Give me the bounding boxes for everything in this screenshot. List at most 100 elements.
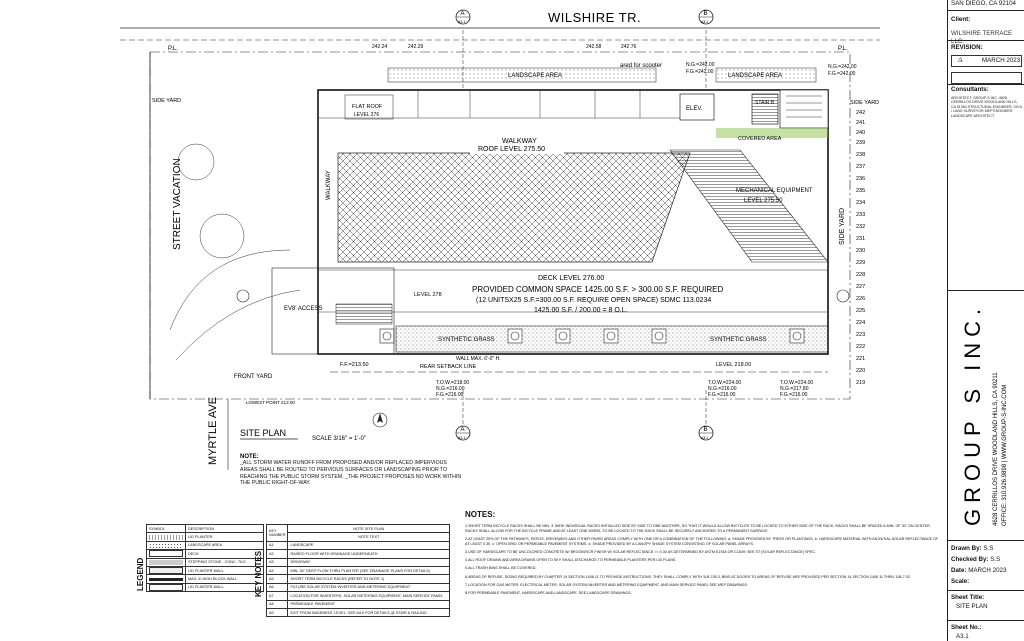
svg-text:N.G.=216.00: N.G.=216.00 xyxy=(436,386,465,392)
right-grade-labels: 242 241 240 239 238 237 236 235 234 233 … xyxy=(856,110,865,386)
svg-text:T.O.W.=224.00: T.O.W.=224.00 xyxy=(708,380,741,386)
side-yard-left-label: SIDE YARD xyxy=(152,98,181,104)
date-label: Date: xyxy=(951,567,967,574)
note-item: 4.ALL ROOF DRAINS AND AREA DRAINS OPEN T… xyxy=(465,558,677,563)
walkway-label-bg xyxy=(470,132,564,154)
sheet-no-value: A3.1 xyxy=(956,633,969,640)
landscape-area-label-1: LANDSCAPE AREA xyxy=(508,73,562,79)
common-space-label-2: (12 UNITSX25 S.F.=300.00 S.F. REQUIRE OP… xyxy=(476,297,711,304)
stair-a-box xyxy=(779,89,829,129)
grid-marker-a-bottom: A A3.1 xyxy=(455,390,471,441)
svg-text:227: 227 xyxy=(856,284,865,290)
north-arrow-icon xyxy=(372,412,388,428)
note-item: 6.AREAS OF REFUSE, SIZING REQUIRED BY CH… xyxy=(465,574,911,579)
access-label: EV8' ACCESS xyxy=(284,306,323,312)
consultants-label: Consultants: xyxy=(951,86,989,93)
covered-area-green xyxy=(716,128,828,138)
legend-row-1: LID PLANTER xyxy=(185,532,264,542)
svg-text:231: 231 xyxy=(856,236,865,242)
legend-row-2: LANDSCAPE AREA xyxy=(185,540,264,551)
svg-text:N.G.=216.00: N.G.=216.00 xyxy=(708,386,737,392)
keynote-text: MIN. 30" DEEP FLOW-THRU PLANTER (SEE DRA… xyxy=(287,565,450,576)
deck-level-label: DECK LEVEL 276.00 xyxy=(538,275,604,282)
legend-row-4: STEPPING STONE - CONC. TILE xyxy=(185,557,264,567)
stair-label: STAIR B xyxy=(755,100,775,106)
svg-text:F.G.=242.00: F.G.=242.00 xyxy=(686,69,714,75)
svg-text:N.G.=242.00: N.G.=242.00 xyxy=(828,64,857,70)
keynote-num: A1 xyxy=(265,540,289,551)
firm-contact: OFFICE: 310.926.9898 | WWW.GROUP-S-INC.C… xyxy=(1002,385,1008,526)
side-yard-right-label: SIDE YARD xyxy=(839,208,846,245)
keynote-num: A9 xyxy=(265,607,289,618)
legend-row-5: LID PLANTER WALL xyxy=(185,565,264,576)
scale-label: Scale: xyxy=(951,578,970,585)
svg-text:233: 233 xyxy=(856,212,865,218)
svg-text:241: 241 xyxy=(856,120,865,126)
svg-text:242.58: 242.58 xyxy=(586,44,602,50)
svg-text:232: 232 xyxy=(856,224,865,230)
svg-text:221: 221 xyxy=(856,356,865,362)
svg-text:229: 229 xyxy=(856,260,865,266)
svg-text:F.G.=216.00: F.G.=216.00 xyxy=(780,392,808,398)
consultants-text: ARCHITECT: GROUP S INC. 4628 CERRILLOS D… xyxy=(951,96,1023,118)
note-item: 1.SHORT TERM BICYCLE RACKS SHALL BE MIN.… xyxy=(465,524,931,534)
firm-address: 4628 CERRILLOS DRIVE WOODLAND HILLS, CA … xyxy=(993,372,999,526)
grid-marker-b-bottom: B A3.1 xyxy=(698,390,714,441)
site-plan-drawing: WILSHIRE TR. A A3.1 B A3.1 A A3.1 B A3.1… xyxy=(120,9,880,487)
svg-text:230: 230 xyxy=(856,248,865,254)
svg-text:224: 224 xyxy=(856,320,865,326)
mech-equipment-label: MECHANICAL EQUIPMENT xyxy=(736,188,813,194)
top-right-grade-labels: N.G.=242.00 F.G.=242.00 N.G.=242.00 F.G.… xyxy=(686,62,857,77)
legend-header-desc: DESCRIPTION xyxy=(185,523,264,534)
synthetic-grass-label-1: SYNTHETIC GRASS xyxy=(438,337,495,343)
access-steps xyxy=(335,303,393,325)
ramp-hatch xyxy=(669,149,829,263)
revision-row: △ 1 MARCH 2023 xyxy=(951,55,1022,67)
elevator-box xyxy=(679,93,715,121)
svg-text:A: A xyxy=(461,427,465,433)
revision-date: MARCH 2023 xyxy=(982,57,1021,64)
svg-text:A3.1: A3.1 xyxy=(458,20,465,24)
flat-label-278: LEVEL 278 xyxy=(414,292,442,298)
side-yard-right-top-label: SIDE YARD xyxy=(850,100,879,106)
sheet-title-value: SITE PLAN xyxy=(956,603,988,610)
note-item: 5.ALL TRASH BINS SHALL BE COVERED. xyxy=(465,566,537,571)
access-zone xyxy=(271,267,395,355)
keynote-text: LANDSCAPE xyxy=(287,540,450,551)
general-notes: NOTES: 1.SHORT TERM BICYCLE RACKS SHALL … xyxy=(465,510,940,640)
svg-text:N.G.=242.00: N.G.=242.00 xyxy=(686,62,715,68)
svg-text:220: 220 xyxy=(856,368,865,374)
svg-text:225: 225 xyxy=(856,308,865,314)
svg-text:240: 240 xyxy=(856,130,865,136)
note-item: 7.LOCATION FOR GAS METER, ELECTRICAL MET… xyxy=(465,582,749,587)
keynote-text: LOCATION FOR INVERTERS, SOLAR METERING E… xyxy=(287,591,450,601)
svg-text:F.G.=216.00: F.G.=216.00 xyxy=(436,392,464,398)
legend-swatch-stone xyxy=(146,557,186,567)
site-note-text: _ALL STORM WATER RUNOFF FROM PROPOSED AN… xyxy=(240,460,462,487)
keynote-text: EXIT FROM BASEMENT LEVEL. SEE A4.0 FOR D… xyxy=(287,607,450,618)
drawn-by-value: S.S xyxy=(983,545,994,552)
legend-row-6: MAX. 6'-HIGH BLOCK WALL xyxy=(185,574,264,584)
legend-swatch-lidwall xyxy=(146,565,186,576)
svg-text:F.G.=216.00: F.G.=216.00 xyxy=(708,392,736,398)
svg-text:228: 228 xyxy=(856,272,865,278)
keynotes-title: KEY NOTES xyxy=(254,550,263,598)
level-218-label: LEVEL 218.00 xyxy=(716,362,751,368)
stair-box xyxy=(751,93,779,125)
keynote-num: A5 xyxy=(265,574,289,584)
keynote-text: SHORT TERM BICYCLE RACKS (REFER TO NOTE … xyxy=(287,574,450,584)
walkway-label: WALKWAY xyxy=(502,138,537,145)
stair-a-treads xyxy=(786,95,822,118)
keynote-text: DRIVEWAY xyxy=(287,557,450,567)
client-label: Client: xyxy=(951,16,971,23)
bottom-left-tow: T.O.W.=218.00 N.G.=216.00 F.G.=216.00 xyxy=(436,380,469,398)
sheet-title-label: Sheet Title: xyxy=(951,594,985,601)
building-outline xyxy=(317,89,829,355)
flat-roof-label: FLAT ROOF xyxy=(352,104,383,110)
covered-area-label: COVERED AREA xyxy=(738,136,782,142)
svg-text:B: B xyxy=(704,427,708,433)
revision-number: 1 xyxy=(960,57,963,62)
revision-label: REVISION: xyxy=(951,44,983,51)
legend-header-symbol: SYMBOL xyxy=(146,523,186,534)
